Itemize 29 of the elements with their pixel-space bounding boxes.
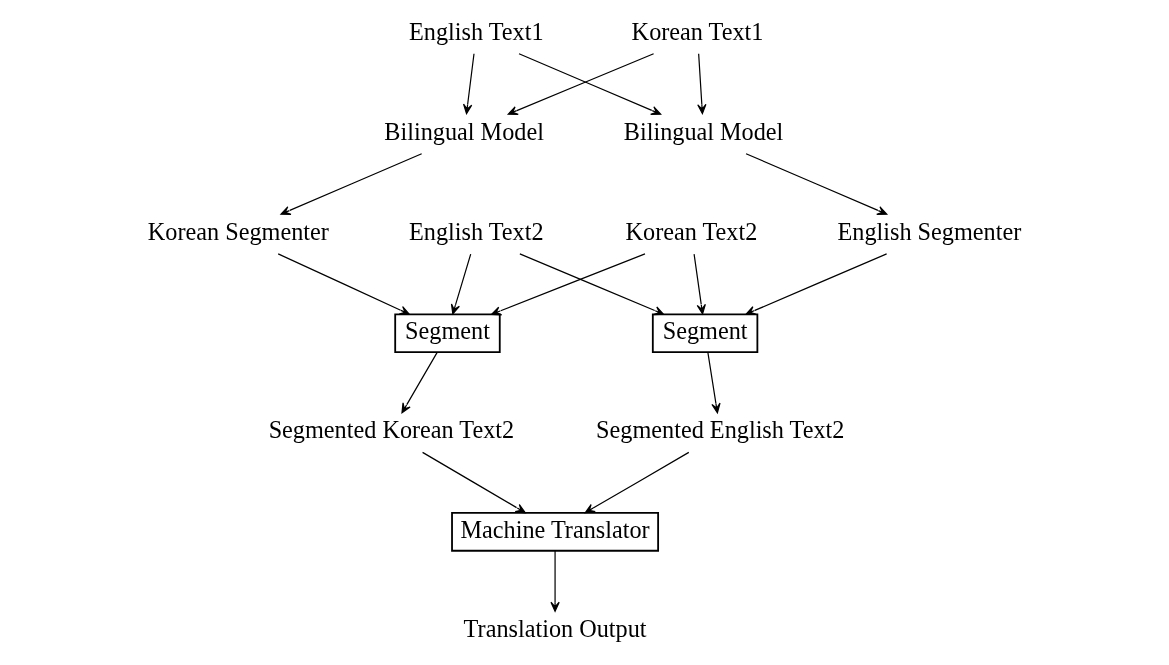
node-text: Segmented Korean Text2 (268, 416, 514, 444)
arrow (450, 253, 471, 315)
arrow (421, 451, 526, 514)
arrow (279, 153, 422, 215)
node-text: Bilingual Model (623, 117, 783, 145)
arrow (490, 253, 646, 316)
arrow (744, 153, 887, 215)
arrow (745, 253, 887, 315)
arrow (277, 253, 410, 315)
node-text: Korean Text1 (631, 17, 763, 45)
node-text: Segmented English Text2 (595, 416, 844, 444)
node-box: Machine Translator (450, 511, 659, 552)
node-text: Korean Text2 (625, 217, 757, 245)
node-text: Bilingual Model (383, 117, 544, 145)
arrow (693, 253, 706, 315)
arrow (549, 550, 560, 612)
node-box: Segment (651, 313, 758, 354)
arrow (518, 253, 664, 316)
node-text: Translation Output (463, 614, 647, 642)
node-text: English Text1 (408, 17, 544, 45)
arrow (462, 53, 475, 115)
node-text: English Segmenter (837, 217, 1021, 245)
arrow (400, 351, 438, 414)
arrow (696, 53, 706, 115)
node-text: English Text2 (408, 217, 544, 245)
arrow (584, 451, 689, 514)
arrow (706, 351, 721, 414)
node-text: Korean Segmenter (147, 217, 329, 245)
node-box: Segment (393, 313, 501, 354)
